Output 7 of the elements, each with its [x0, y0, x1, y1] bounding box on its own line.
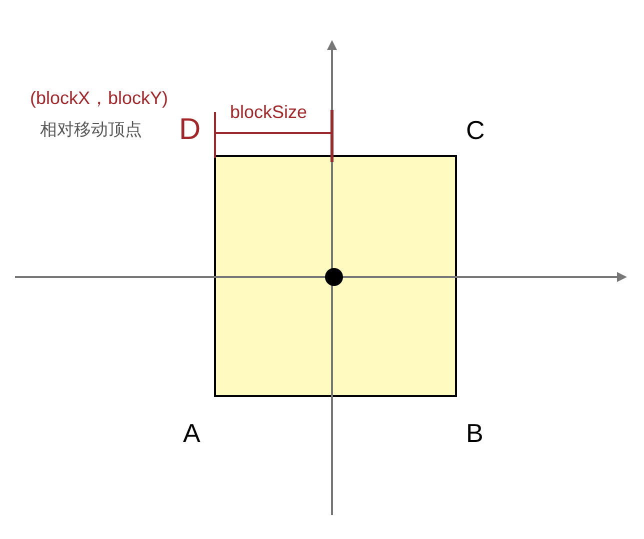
- vertex-note: 相对移动顶点: [40, 121, 142, 138]
- coordinate-label: (blockX，blockY): [30, 89, 168, 107]
- dimension-label: blockSize: [230, 103, 308, 121]
- vertex-label: D: [179, 115, 201, 145]
- vertex-label: C: [466, 117, 485, 143]
- vertex-label: A: [183, 420, 200, 446]
- vertex-label: B: [466, 420, 484, 446]
